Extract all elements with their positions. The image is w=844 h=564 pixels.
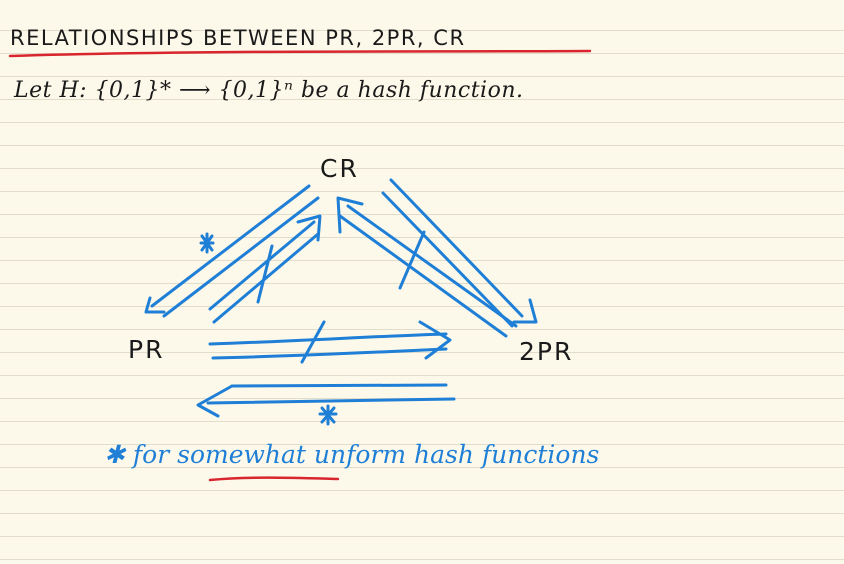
arrow-2pr-to-cr-negated (336, 196, 518, 338)
star-mark-cr-pr (199, 232, 215, 254)
arrow-cr-to-2pr (381, 178, 538, 328)
node-cr: CR (320, 154, 359, 183)
arrow-cr-to-pr (144, 184, 320, 318)
page-heading: RELATIONSHIPS BETWEEN PR, 2PR, CR (10, 26, 466, 50)
footnote-post: unform hash functions (305, 440, 600, 469)
emphasis-underline (208, 476, 340, 482)
negation-stroke (300, 320, 326, 364)
node-pr: PR (128, 335, 165, 364)
arrow-pr-to-2pr-negated (208, 320, 452, 364)
hash-function-definition: Let H: {0,1}* ⟶ {0,1}ⁿ be a hash functio… (14, 78, 524, 103)
heading-underline (8, 49, 592, 58)
negation-stroke (398, 230, 426, 290)
footnote-pre: for (124, 440, 178, 469)
footnote: ✱ for somewhat unform hash functions (104, 442, 599, 467)
footnote-emphasis: somewhat (177, 440, 306, 469)
star-mark-2pr-pr (318, 404, 338, 426)
node-2pr: 2PR (519, 337, 574, 366)
negation-stroke (256, 244, 274, 304)
arrow-2pr-to-pr (196, 383, 456, 418)
arrow-pr-to-cr-negated (208, 214, 322, 324)
star-icon: ✱ (104, 440, 125, 469)
